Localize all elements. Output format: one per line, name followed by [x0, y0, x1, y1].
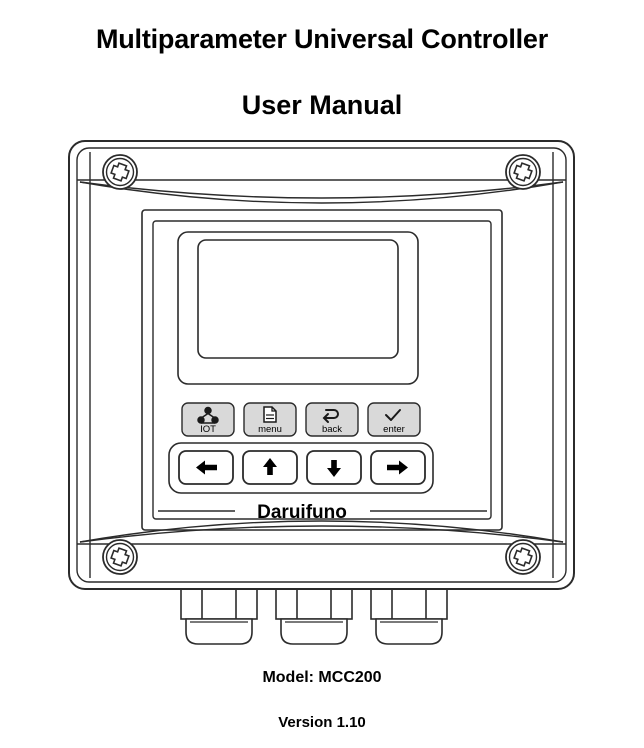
page-title: Multiparameter Universal Controller	[95, 24, 549, 54]
arrow-up-icon	[263, 458, 277, 475]
function-key-iot-label: IOT	[200, 424, 216, 435]
checkmark-icon	[385, 409, 401, 421]
model-label: Model: MCC200	[262, 669, 382, 686]
controller-line-drawing: IOT menu back	[68, 140, 575, 645]
function-key-iot-body[interactable]	[181, 402, 235, 437]
function-key-enter[interactable]: enter	[367, 402, 421, 437]
arrow-key-down[interactable]	[306, 450, 362, 485]
function-key-back-body[interactable]	[305, 402, 359, 437]
function-key-enter-body[interactable]	[367, 402, 421, 437]
function-key-menu-label: menu	[258, 424, 282, 435]
version-label: Version 1.10	[278, 714, 366, 731]
enclosure-top-arc	[79, 181, 564, 204]
phillips-screw-icon-top-left	[102, 154, 138, 190]
function-key-iot[interactable]: IOT	[181, 402, 235, 437]
function-key-menu[interactable]: menu	[243, 402, 297, 437]
arrow-key-left[interactable]	[178, 450, 234, 485]
function-key-back[interactable]: back	[305, 402, 359, 437]
display-screen[interactable]	[197, 239, 399, 359]
front-panel-frame-outer	[141, 209, 503, 531]
controller-illustration: IOT menu back	[50, 132, 594, 652]
front-panel-frame-inner	[152, 220, 492, 520]
enclosure-bottom-arc	[79, 520, 564, 543]
arrow-key-up[interactable]	[242, 450, 298, 485]
arrow-right-icon	[387, 460, 408, 475]
cable-gland-right	[370, 586, 448, 645]
function-key-enter-label: enter	[383, 424, 405, 435]
arrow-key-right[interactable]	[370, 450, 426, 485]
phillips-screw-icon-top-right	[505, 154, 541, 190]
phillips-screw-icon-bottom-right	[505, 539, 541, 575]
arrow-keypad-container	[168, 442, 434, 494]
cable-gland-left	[180, 586, 258, 645]
enclosure-inner-lip	[76, 147, 567, 583]
document-page-icon	[263, 406, 277, 423]
network-nodes-icon	[197, 406, 219, 424]
arrow-down-icon	[327, 460, 342, 477]
cable-gland-center	[275, 586, 353, 645]
arrow-left-icon	[196, 460, 217, 475]
function-key-back-label: back	[322, 424, 342, 435]
brand-label: Daruifuno	[257, 502, 347, 523]
page-subtitle: User Manual	[241, 90, 403, 120]
phillips-screw-icon-bottom-left	[102, 539, 138, 575]
return-arrow-icon	[322, 409, 339, 423]
